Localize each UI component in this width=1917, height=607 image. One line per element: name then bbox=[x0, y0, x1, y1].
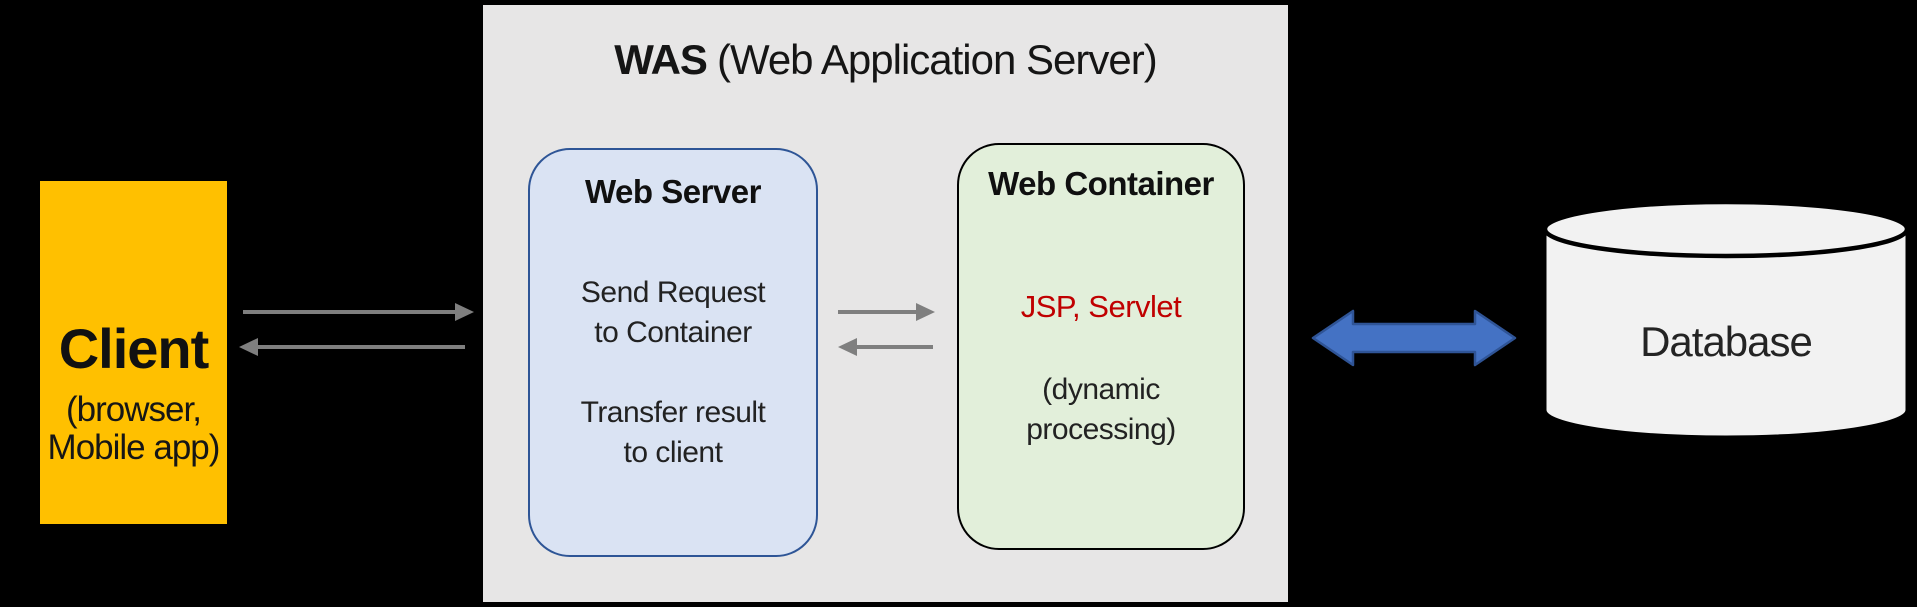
database-icon bbox=[1542, 199, 1910, 439]
web-container-box: Web Container JSP, Servlet (dynamic proc… bbox=[957, 143, 1245, 550]
client-title: Client bbox=[58, 317, 210, 380]
forward-arrow-icon bbox=[838, 303, 935, 321]
was-title-rest: (Web Application Server) bbox=[716, 36, 1158, 83]
bidirectional-arrow-icon bbox=[1311, 309, 1517, 367]
dynamic-processing-note-line-1: (dynamic bbox=[1042, 373, 1160, 406]
database-cylinder: Database bbox=[1542, 197, 1910, 440]
web-server-text-line-1: Send Request bbox=[580, 276, 766, 309]
return-arrow-icon bbox=[838, 338, 933, 356]
was-panel: WAS(Web Application Server) Web Server S… bbox=[483, 5, 1288, 602]
was-title: WAS(Web Application Server) bbox=[483, 30, 1288, 90]
web-container-title: Web Container bbox=[988, 165, 1214, 202]
web-server-box: Web Server Send Request to Container Tra… bbox=[528, 148, 818, 557]
was-title-bold: WAS bbox=[614, 36, 708, 83]
web-server-text-line-4: to client bbox=[623, 436, 723, 469]
dynamic-processing-note-line-2: processing) bbox=[1026, 413, 1176, 446]
database-label: Database bbox=[1640, 318, 1813, 365]
client-subtitle-line-2: Mobile app) bbox=[47, 428, 221, 467]
client-box: Client (browser, Mobile app) bbox=[40, 181, 227, 524]
web-server-title: Web Server bbox=[585, 173, 761, 210]
response-arrow-icon bbox=[239, 338, 465, 356]
client-subtitle-line-1: (browser, bbox=[66, 390, 202, 429]
jsp-servlet-label: JSP, Servlet bbox=[1020, 289, 1182, 324]
web-server-text-line-3: Transfer result bbox=[580, 396, 766, 429]
web-server-text-line-2: to Container bbox=[594, 316, 752, 349]
request-arrow-icon bbox=[243, 303, 474, 321]
